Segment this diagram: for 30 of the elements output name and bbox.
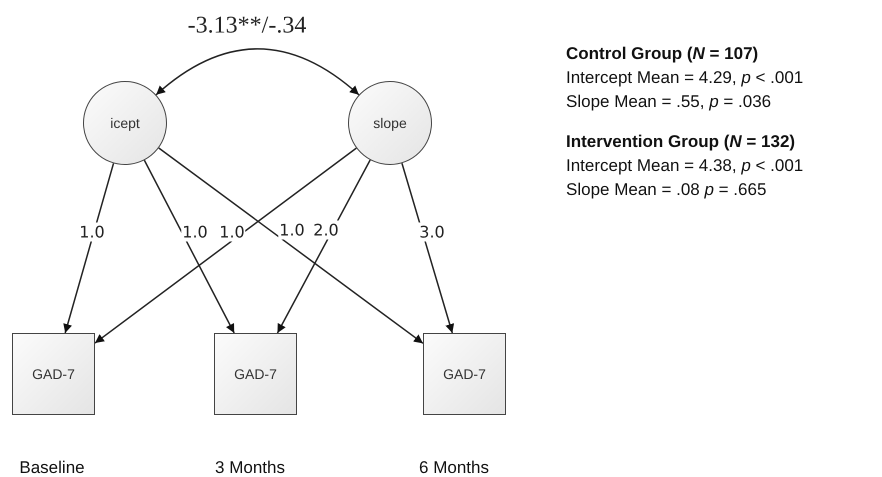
arrow (158, 147, 424, 344)
edge-label: 3.0 (418, 222, 446, 242)
edge-label: 1.0 (78, 222, 106, 242)
arrow (156, 48, 360, 96)
statistic-text: Intercept Mean = 4.29, p < .001 (566, 68, 804, 88)
edge-label: 1.0 (181, 222, 209, 242)
arrow (144, 160, 235, 334)
statistic-text: Intercept Mean = 4.38, p < .001 (566, 156, 804, 176)
observed-variable-box (12, 333, 95, 415)
time-point-label: 6 Months (419, 458, 489, 477)
statistic-text: Slope Mean = .08 p = .665 (566, 180, 766, 200)
edge-label: 1.0 (218, 222, 246, 242)
observed-variable-box (214, 333, 297, 415)
observed-variable-box (423, 333, 506, 415)
arrow (94, 148, 357, 344)
arrow (63, 163, 114, 334)
edge-label: 2.0 (312, 220, 340, 240)
arrow (401, 163, 454, 334)
time-point-label: Baseline (19, 458, 85, 477)
node-label: GAD-7 (32, 366, 75, 382)
group-heading: Intervention Group (N = 132) (566, 132, 796, 152)
group-heading: Control Group (N = 107) (566, 44, 758, 64)
node-label: GAD-7 (234, 366, 277, 382)
time-point-label: 3 Months (215, 458, 285, 477)
arrow (276, 160, 371, 334)
node-label: icept (110, 115, 140, 131)
statistic-text: Slope Mean = .55, p = .036 (566, 92, 772, 112)
edge-label: 1.0 (278, 220, 306, 240)
node-label: slope (373, 115, 407, 131)
node-label: GAD-7 (443, 366, 486, 382)
